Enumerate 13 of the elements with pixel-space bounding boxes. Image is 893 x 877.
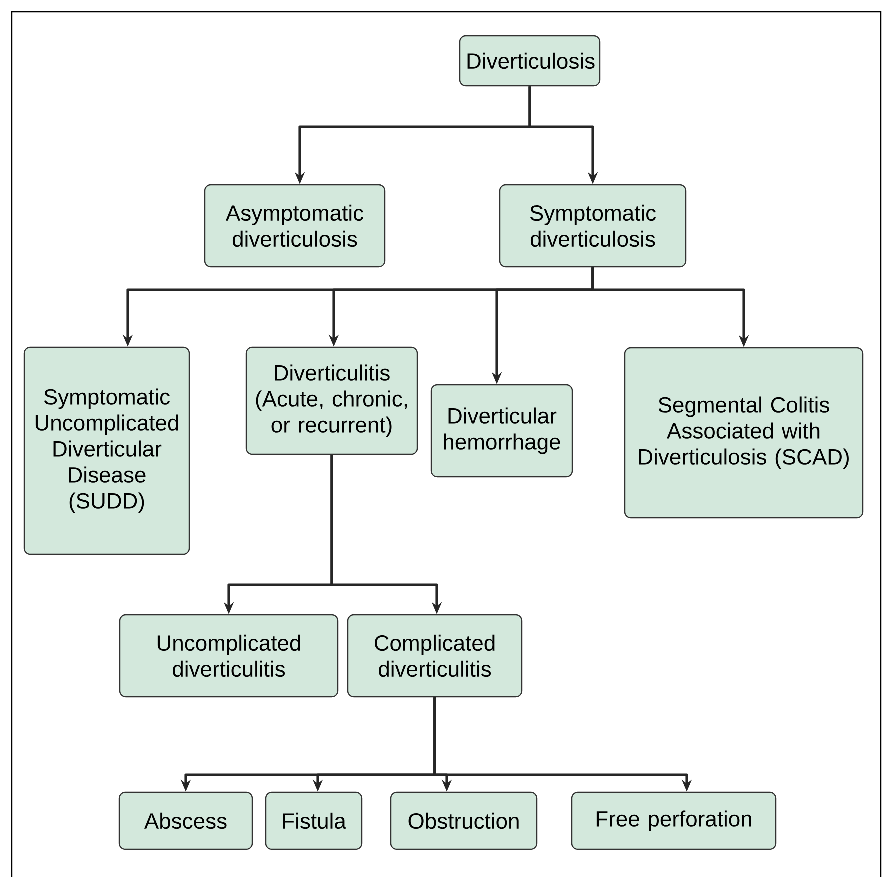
box: Diverticulosis (459, 35, 601, 87)
box: Segmental Colitis Associated with Diverticulosis (SCAD) (624, 347, 864, 519)
box: Complicated diverticulitis (347, 614, 523, 698)
box: Diverticulitis (Acute, chronic, or recurrent) (246, 346, 418, 456)
box: Obstruction (390, 792, 538, 850)
box: Uncomplicated diverticulitis (119, 614, 339, 698)
box: Diverticular hemorrhage (430, 384, 574, 478)
box: Fistula (265, 792, 363, 850)
box: Symptomatic diverticulosis (499, 184, 687, 268)
box: Free perforation (571, 792, 777, 850)
box: Symptomatic Uncomplicated Diverticular Disease (SUDD) (24, 346, 190, 556)
box: Abscess (118, 792, 254, 850)
box: Asymptomatic diverticulosis (204, 184, 386, 268)
